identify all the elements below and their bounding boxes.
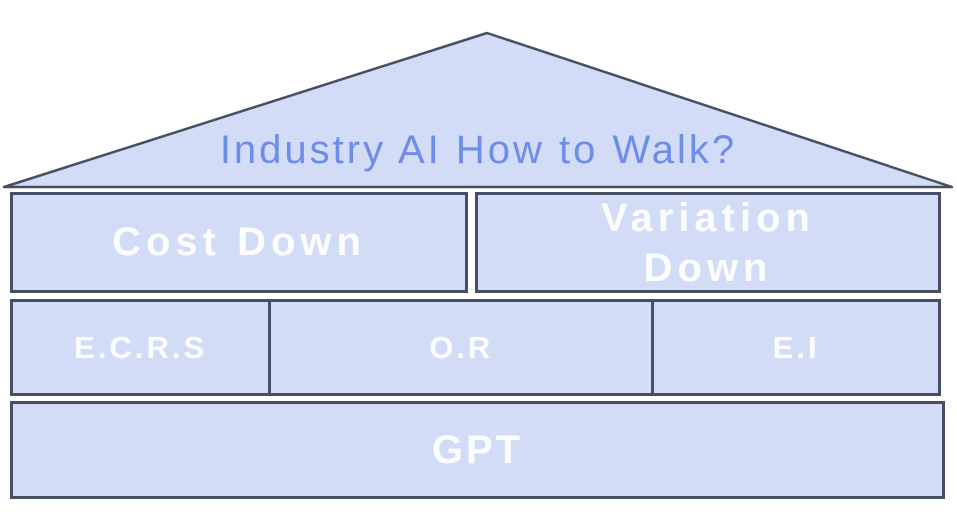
- cell-ecrs: E.C.R.S: [13, 302, 268, 393]
- cell-or-label: O.R: [429, 329, 494, 365]
- box-cost-down: Cost Down: [10, 192, 468, 293]
- box-cost-down-label: Cost Down: [112, 220, 366, 264]
- bar-methods: E.C.R.S O.R E.I: [10, 299, 941, 396]
- box-gpt-label: GPT: [431, 427, 524, 472]
- roof-triangle: [2, 31, 954, 189]
- box-gpt: GPT: [10, 401, 945, 499]
- cell-ecrs-label: E.C.R.S: [74, 329, 208, 365]
- cell-ei-label: E.I: [772, 329, 820, 365]
- box-variation-down: Variation Down: [475, 192, 941, 293]
- roof-title: Industry AI How to Walk?: [219, 128, 738, 172]
- box-variation-down-label: Variation Down: [601, 195, 815, 290]
- cell-or: O.R: [268, 302, 651, 393]
- cell-ei: E.I: [651, 302, 938, 393]
